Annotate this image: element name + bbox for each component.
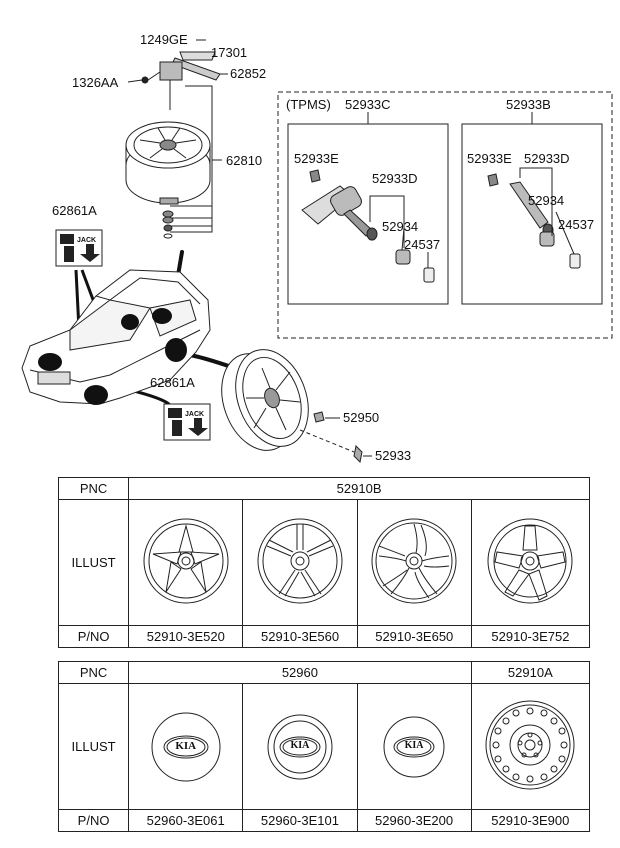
wheel-illust-2[interactable] xyxy=(242,499,358,626)
table2-pnc-label: PNC xyxy=(57,661,130,684)
table2-part-4: 52910-3E900 xyxy=(470,809,591,832)
cap-illust-1[interactable]: KIA xyxy=(128,683,244,810)
table1-part-1: 52910-3E520 xyxy=(128,625,244,648)
callout-1249GE: 1249GE xyxy=(140,32,188,47)
wheel-illust-4[interactable] xyxy=(470,499,591,626)
table1-pno-label: P/NO xyxy=(57,625,130,648)
vehicle xyxy=(21,269,211,405)
table1-part-3: 52910-3E650 xyxy=(356,625,472,648)
jack-sticker-bottom xyxy=(163,403,211,441)
tpms-box xyxy=(277,91,613,339)
jack-text-top: JACK xyxy=(77,237,97,244)
tpms-right-p2: 52933D xyxy=(524,151,570,166)
tpms-right-p1: 52933E xyxy=(467,151,512,166)
callout-62810: 62810 xyxy=(226,153,263,168)
tpms-heading: (TPMS) xyxy=(286,97,331,112)
tpms-left-p2: 52933D xyxy=(372,171,418,186)
spare-hardware xyxy=(159,197,179,239)
table1-pnc-value: 52910B xyxy=(128,477,590,500)
callout-52950: 52950 xyxy=(343,410,380,425)
jack-text-bottom: JACK xyxy=(185,411,205,418)
jack-sticker-top xyxy=(55,229,103,267)
cap-table: PNC 52960 52910A ILLUST KIA xyxy=(57,661,591,832)
tpms-right-p4: 24537 xyxy=(558,217,595,232)
cap-badge-1: KIA xyxy=(175,739,197,752)
table1-part-2: 52910-3E560 xyxy=(242,625,358,648)
table1-pnc-label: PNC xyxy=(57,477,130,500)
callout-17301: 17301 xyxy=(211,45,248,60)
table2-part-3: 52960-3E200 xyxy=(356,809,472,832)
table2-pnc-value-b: 52910A xyxy=(470,661,591,684)
callout-62852: 62852 xyxy=(230,66,267,81)
tpms-left-p3: 52934 xyxy=(382,219,419,234)
cap-badge-3: KIA xyxy=(404,739,424,751)
tpms-right-parts xyxy=(487,167,581,269)
table2-illust-label: ILLUST xyxy=(57,683,130,810)
tpms-left-p4: 24537 xyxy=(404,237,441,252)
cap-badge-2: KIA xyxy=(290,739,310,751)
road-wheel xyxy=(221,349,309,451)
wheel-illust-1[interactable] xyxy=(128,499,244,626)
wheel-table: PNC 52910B ILLUST xyxy=(57,477,591,648)
table2-part-1: 52960-3E061 xyxy=(128,809,244,832)
hanger-bracket xyxy=(159,61,183,81)
table2-part-2: 52960-3E101 xyxy=(242,809,358,832)
spare-wheel xyxy=(125,121,211,204)
callout-62861A-top: 62861A xyxy=(52,203,97,218)
table2-pnc-value-a: 52960 xyxy=(128,661,472,684)
exploded-diagram xyxy=(21,39,613,464)
tpms-kit-code-left: 52933C xyxy=(345,97,391,112)
callout-1326AA: 1326AA xyxy=(72,75,119,90)
wheel-illust-3[interactable] xyxy=(356,499,472,626)
tpms-left-p1: 52933E xyxy=(294,151,339,166)
steel-wheel-illust[interactable] xyxy=(470,683,591,810)
table2-pno-label: P/NO xyxy=(57,809,130,832)
tpms-right-p3: 52934 xyxy=(528,193,565,208)
tpms-left-parts xyxy=(301,169,435,283)
cap-illust-3[interactable]: KIA xyxy=(356,683,472,810)
callout-62861A-bottom: 62861A xyxy=(150,375,195,390)
table1-illust-label: ILLUST xyxy=(57,499,130,626)
tpms-kit-code-right: 52933B xyxy=(506,97,551,112)
callout-52933: 52933 xyxy=(375,448,412,463)
table1-part-4: 52910-3E752 xyxy=(470,625,591,648)
vehicle-tires xyxy=(38,308,187,405)
cap-illust-2[interactable]: KIA xyxy=(242,683,358,810)
